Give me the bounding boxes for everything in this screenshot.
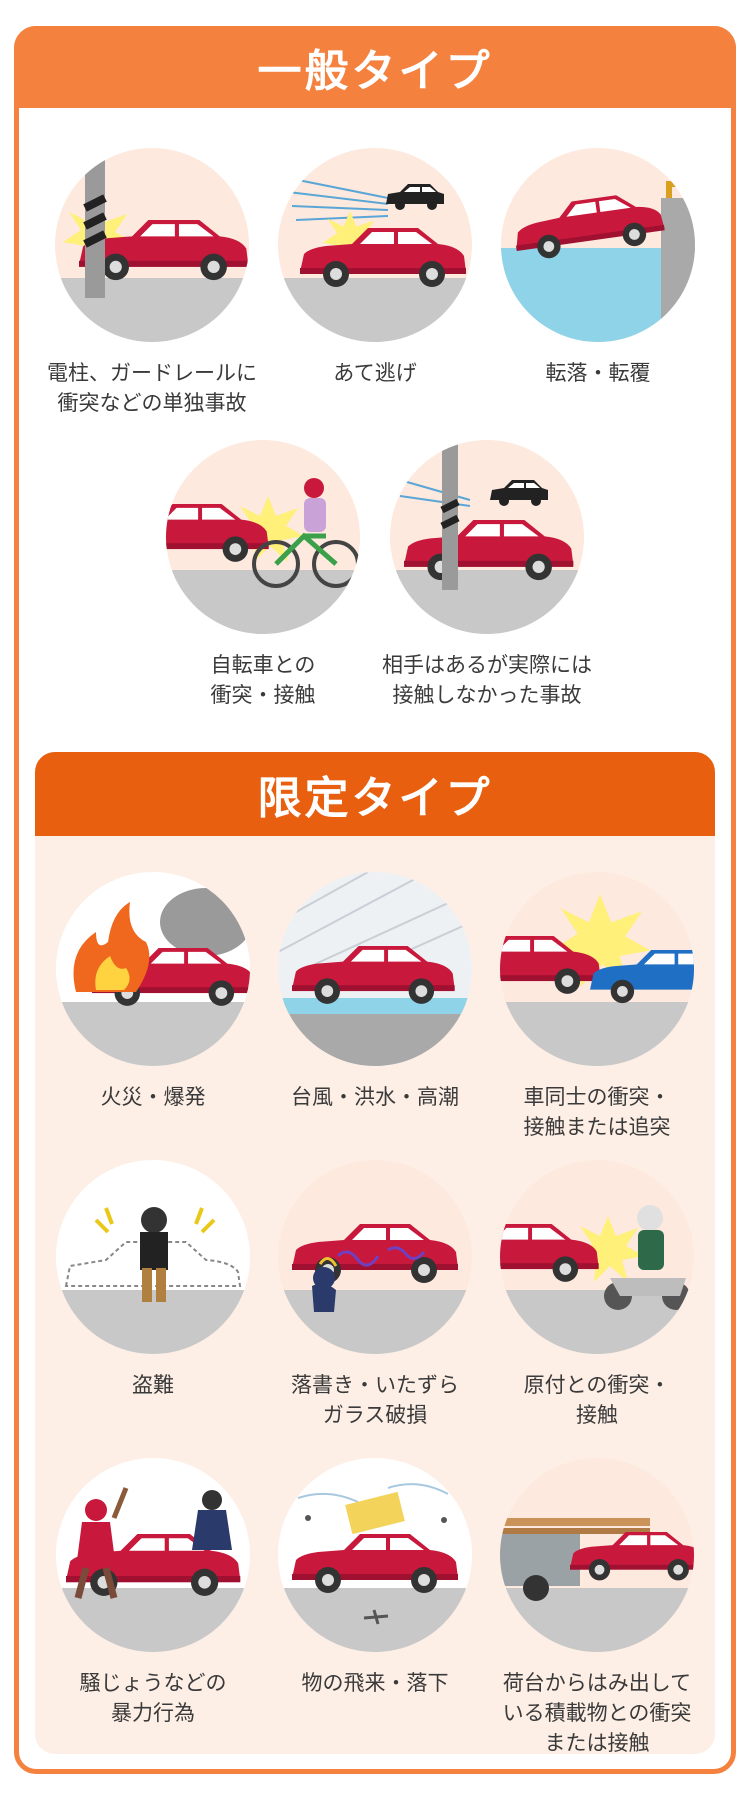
bicycle-collision-icon <box>166 440 360 634</box>
item-label: 落書き・いたずら ガラス破損 <box>291 1373 459 1427</box>
item-label: あて逃げ <box>333 361 417 385</box>
limited-type-title: 限定タイプ <box>35 752 715 836</box>
near-miss-icon <box>390 440 584 634</box>
item-label: 自転車との 衝突・接触 <box>210 653 316 707</box>
pole-collision-icon <box>55 148 249 342</box>
car-fire-icon <box>56 872 250 1066</box>
item-label: 騒じょうなどの 暴力行為 <box>79 1671 227 1725</box>
hit-and-run-icon <box>278 148 472 342</box>
item-label: 相手はあるが実際には 接触しなかった事故 <box>382 653 592 707</box>
flood-icon <box>278 872 472 1066</box>
item-label: 荷台からはみ出して いる積載物との衝突 または接触 <box>502 1671 692 1755</box>
general-type-title: 一般タイプ <box>14 26 736 108</box>
car-fall-icon <box>501 148 695 342</box>
theft-icon <box>56 1160 250 1354</box>
item-label: 原付との衝突・ 接触 <box>523 1373 671 1427</box>
falling-object-icon <box>278 1458 472 1652</box>
item-label: 車同士の衝突・ 接触または追突 <box>523 1085 671 1139</box>
item-label: 盗難 <box>132 1373 174 1397</box>
cargo-collision-icon <box>500 1458 694 1652</box>
item-label: 電柱、ガードレールに 衝突などの単独事故 <box>47 361 257 415</box>
item-label: 転落・転覆 <box>545 361 651 385</box>
item-label: 火災・爆発 <box>100 1085 206 1109</box>
item-label: 台風・洪水・高潮 <box>291 1085 459 1109</box>
riot-icon <box>56 1458 250 1652</box>
car-to-car-collision-icon <box>500 872 694 1066</box>
vandalism-icon <box>278 1160 472 1354</box>
scooter-collision-icon <box>500 1160 694 1354</box>
item-label: 物の飛来・落下 <box>301 1671 449 1695</box>
